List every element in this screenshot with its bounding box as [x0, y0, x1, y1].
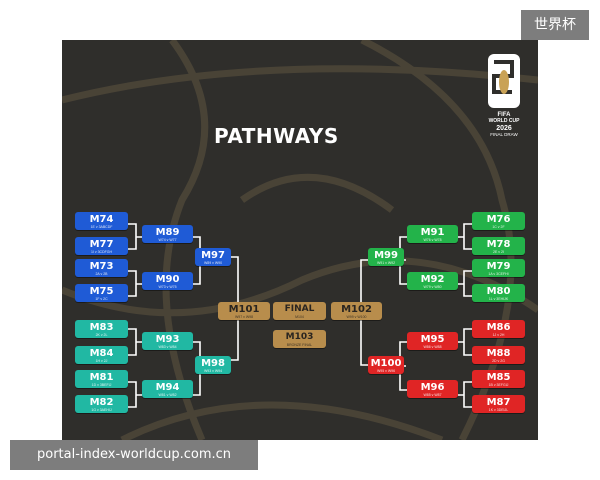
fifa-world-cup-2026-logo: FIFA WORLD CUP 2026 FINAL DRAW	[474, 52, 534, 142]
poster-title: PATHWAYS	[214, 124, 339, 148]
background-court-lines	[62, 40, 538, 440]
watermark-bottom: portal-index-worldcup.com.cn	[10, 440, 258, 470]
watermark-top: 世界杯	[521, 10, 589, 40]
trophy-26-icon	[488, 54, 520, 108]
logo-final-draw: FINAL DRAW	[490, 132, 518, 137]
logo-fifa: FIFA	[497, 112, 511, 118]
logo-year: 2026	[496, 125, 512, 132]
logo-world-cup: WORLD CUP	[488, 118, 520, 124]
pathways-poster: FIFA WORLD CUP 2026 FINAL DRAW PATHWAYS …	[62, 40, 538, 440]
